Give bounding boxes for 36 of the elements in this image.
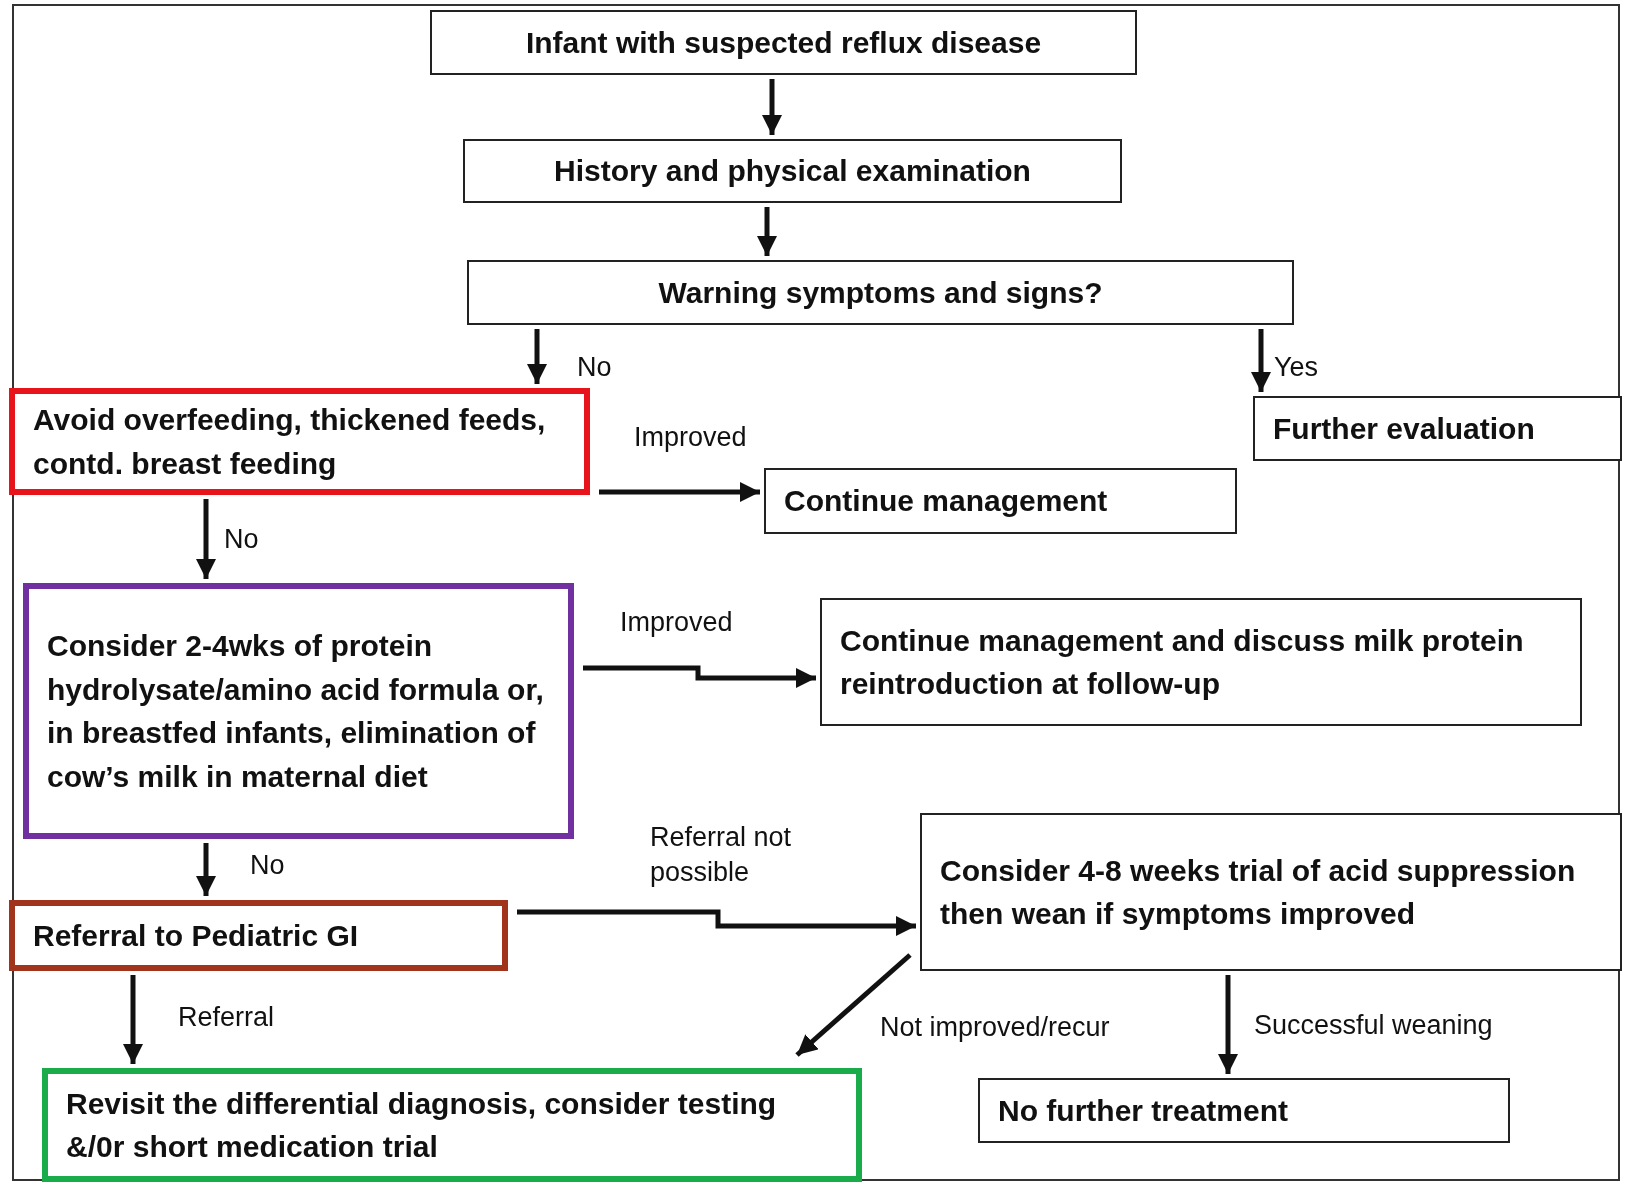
arrow: [762, 79, 782, 135]
process-box: [430, 10, 1137, 75]
arrow: [757, 207, 777, 256]
arrow: [517, 909, 916, 936]
arrow: [527, 329, 547, 384]
box-text: Continue management: [784, 483, 1108, 520]
process-box: [23, 583, 574, 839]
process-box: [978, 1078, 1510, 1143]
box-text: Consider 2-4wks of protein hydrolysate/amino acid formula or, in breastfed infants, elimination of cow’s milk in maternal diet: [47, 628, 545, 795]
box-text: Revisit the differential diagnosis, consider testing &/0r short medication trial: [66, 1085, 778, 1165]
arrow: [599, 482, 760, 502]
box-text: Warning symptoms and signs?: [658, 274, 1103, 311]
box-text: Referral to Pediatric GI: [33, 917, 359, 954]
process-box: [1253, 396, 1622, 461]
arrow: [795, 953, 912, 1057]
process-box: [42, 1068, 862, 1182]
box-text: Further evaluation: [1273, 410, 1535, 447]
arrow: [1218, 975, 1238, 1074]
box-text: Continue management and discuss milk protein reintroduction at follow-up: [840, 622, 1525, 702]
arrow: [1251, 329, 1271, 392]
arrow: [196, 843, 216, 896]
process-box: [467, 260, 1294, 325]
process-box: [764, 468, 1237, 534]
process-box: [920, 813, 1622, 971]
process-box: [820, 598, 1582, 726]
process-box: [463, 139, 1122, 203]
box-text: Infant with suspected reflux disease: [525, 24, 1042, 61]
arrow: [196, 499, 216, 579]
box-text: History and physical examination: [554, 153, 1031, 190]
box-text: Consider 4-8 weeks trial of acid suppression then wean if symptoms improved: [940, 852, 1577, 932]
box-text: Avoid overfeeding, thickened feeds, contd. breast feeding: [33, 402, 547, 482]
process-box: [9, 388, 590, 495]
arrow: [123, 975, 143, 1064]
process-box: [9, 900, 508, 971]
box-text: No further treatment: [998, 1092, 1289, 1129]
arrow: [583, 665, 816, 688]
